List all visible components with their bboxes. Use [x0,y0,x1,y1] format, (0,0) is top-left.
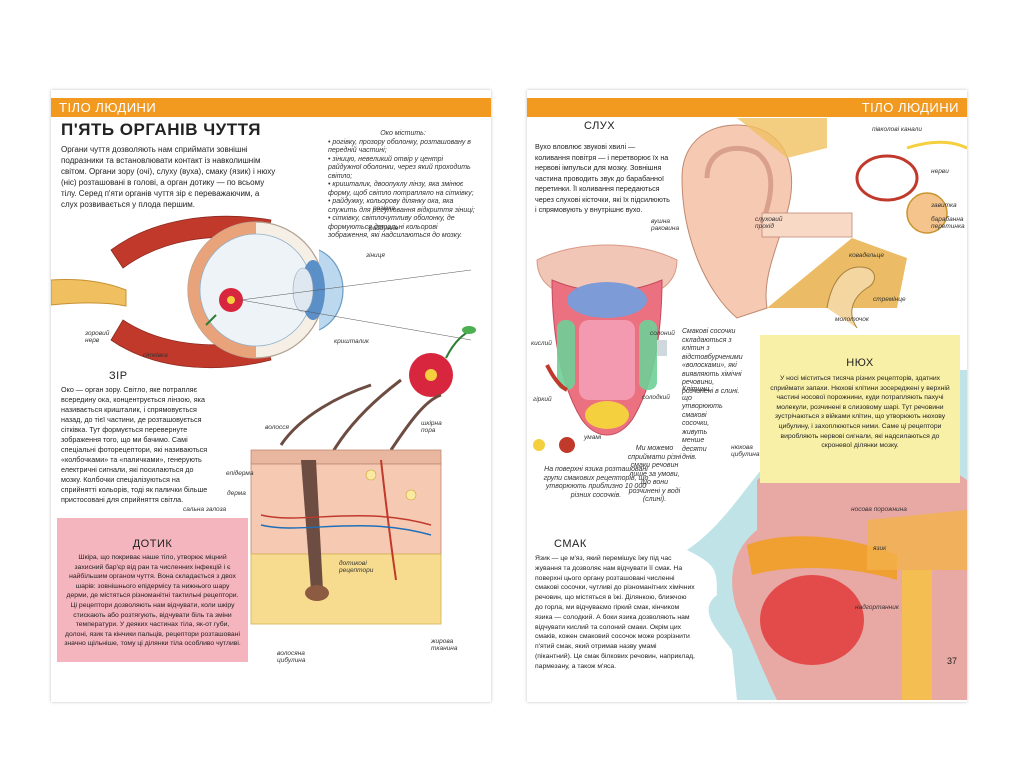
ear-illustration [681,118,967,329]
taste-heading: СМАК [554,538,587,550]
smell-text: У носі міститься тисяча різних рецепторі… [770,375,950,450]
label-sour: кислий [531,340,552,347]
touch-text: Шкіра, що покриває наше тіло, утворює мі… [64,554,241,648]
label-canals: півколові канали [872,126,922,133]
eye-illustration [51,215,476,397]
hearing-heading: СЛУХ [584,120,616,132]
vision-heading: ЗІР [109,370,128,382]
label-anvil: ковадельце [849,252,884,259]
label-dermis: дерма [227,490,246,497]
section-band-left: ТІЛО ЛЮДИНИ [51,98,491,117]
label-retina: сітківка [143,352,168,359]
label-pupil: зіниця [366,252,385,259]
label-hammer: молоточок [835,316,869,323]
label-canal: слуховий прохід [755,216,783,230]
label-eardrum: барабанна перетинка [931,216,965,230]
cells-note: Клітини, що утворюють смакові сосочки, ж… [682,386,723,461]
label-nerves: нерви [931,168,949,175]
section-title-left: ТІЛО ЛЮДИНИ [59,100,157,115]
label-larynx: надгортанник [855,604,899,611]
page-title: П'ЯТЬ ОРГАНІВ ЧУТТЯ [61,120,261,139]
label-receptors: дотикові рецептори [339,560,374,574]
eye-item-retina: • сітківку, світлочутливу оболонку, де ф… [328,215,463,239]
label-umami: умамі [584,434,602,441]
label-sweat-gland: сальна залоза [183,506,227,513]
eye-item-cornea: • рогівку, прозору оболонку, розташовану… [328,138,471,155]
label-epidermis: епідерма [226,470,254,477]
left-page: ТІЛО ЛЮДИНИ П'ЯТЬ ОРГАНІВ ЧУТТЯ Органи ч… [51,90,491,702]
eye-contains: Око містить: • рогівку, прозору оболонку… [328,130,478,241]
vision-text: Око — орган зору. Світло, яке потрапляє … [61,385,208,504]
label-sweet: солодкий [642,394,670,401]
label-nasal: носова порожнина [851,506,907,513]
eye-contains-title: Око містить: [380,130,426,137]
page-number: 37 [947,656,958,666]
intro-text: Органи чуття дозволяють нам сприймати зо… [61,145,276,209]
label-lens: кришталик [334,338,369,345]
touch-box: ДОТИК Шкіра, що покриває наше тіло, утво… [57,518,248,662]
label-cornea: рогівка [373,205,395,212]
eye-item-pupil: • зіницю, невеликий отвір у центрі райду… [328,155,471,180]
label-auricle: вушна раковина [651,218,680,232]
label-fat: жирова тканина [431,638,458,652]
smell-box: НЮХ У носі міститься тисяча різних рецеп… [760,335,960,483]
eye-item-iris: • райдужку, кольорову ділянку ока, яка с… [328,198,475,214]
label-salty: солоний [650,330,675,337]
label-bulb: нюхова цибулина [731,444,760,458]
label-tongue: язик [873,545,887,552]
label-follicle: волосяна цибулина [277,650,306,664]
smell-heading: НЮХ [846,357,874,369]
right-page: ТІЛО ЛЮДИНИ СЛУХ Вухо вловлює звукові хв… [527,90,967,702]
label-bitter: гіркий [533,396,552,403]
hearing-text: Вухо вловлює звукові хвилі — коливання п… [535,142,670,214]
section-band-right: ТІЛО ЛЮДИНИ [527,98,967,117]
taste-text: Язик — це м'яз, який перемішує їжу під ч… [535,555,695,670]
skin-illustration [250,378,442,625]
papillae-note: Смакові сосочки складаються з клітин з в… [682,328,743,395]
label-hair: волосся [265,424,289,431]
label-stirrup: стремінце [873,296,906,303]
dissolve-note: Ми можемо сприймати різні смаки речовин … [627,445,682,503]
label-cochlea: завитка [931,202,957,209]
label-pore: шкірна пора [421,420,442,434]
touch-heading: ДОТИК [132,538,173,550]
section-title-right: ТІЛО ЛЮДИНИ [861,100,959,115]
tongue-caption: На поверхні язика розташовані групи смак… [543,466,649,499]
label-iris: райдужка [369,225,398,232]
tongue-illustration [533,244,678,453]
label-optic-nerve: зоровий нерв [85,330,110,344]
eye-item-lens: • кришталик, двоопуклу лінзу, яка змінює… [328,181,474,197]
